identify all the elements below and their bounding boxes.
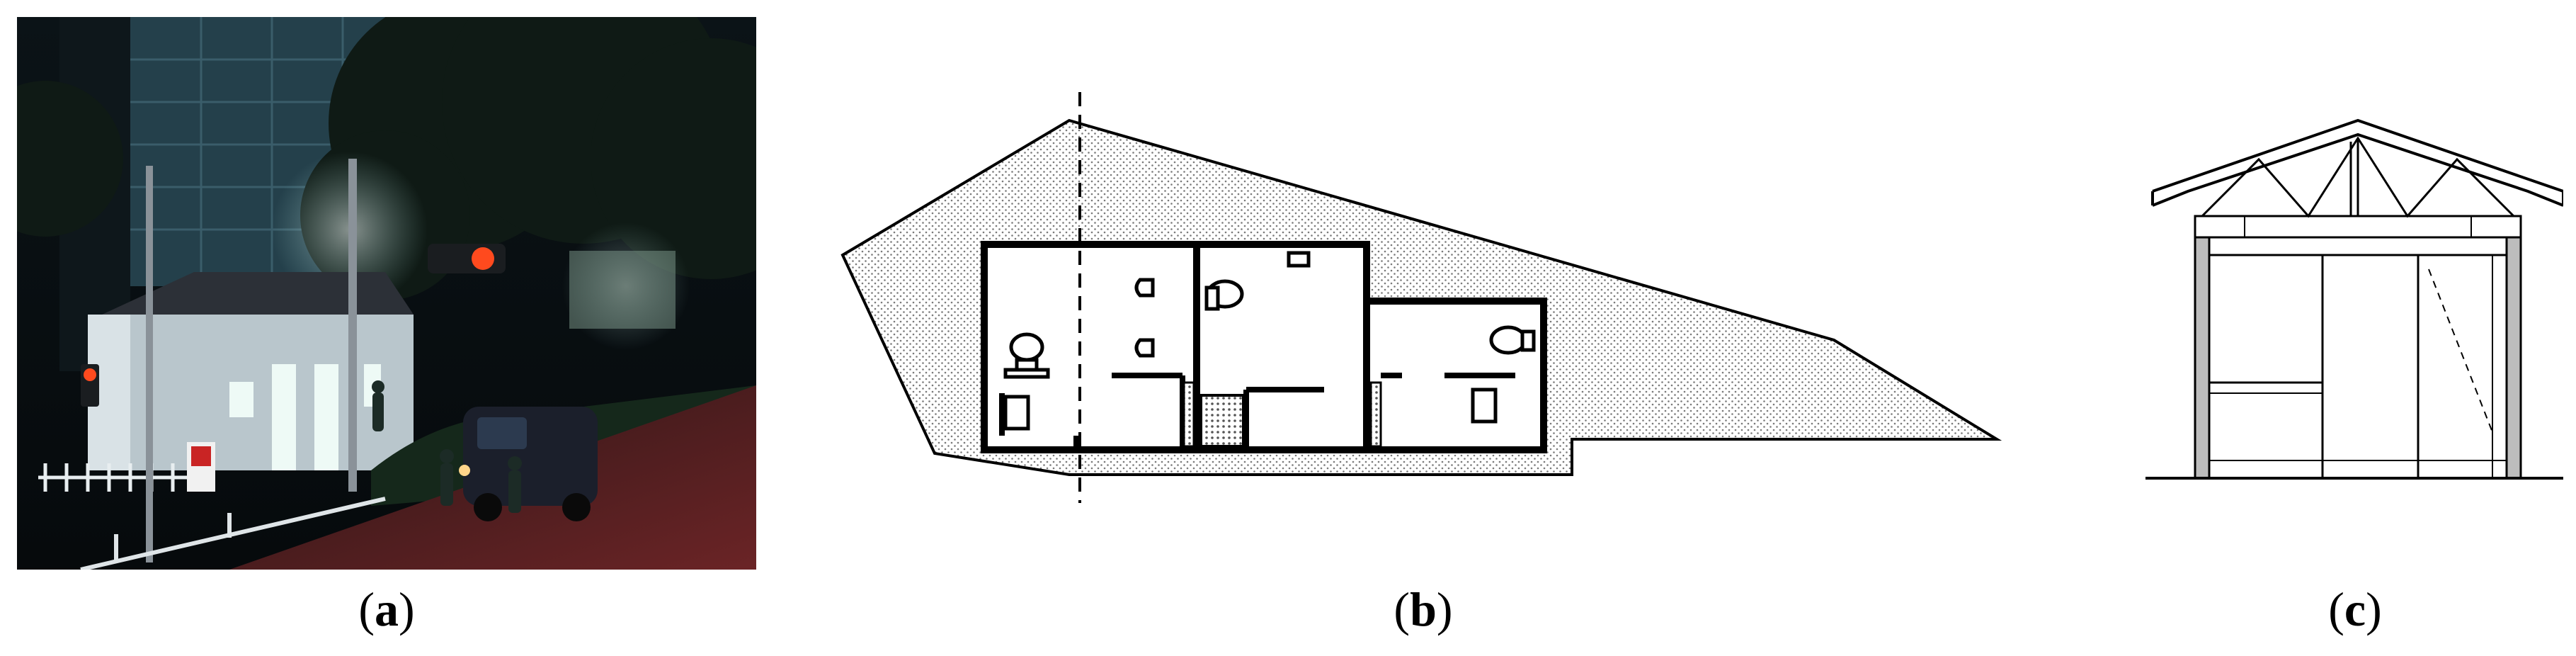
night-street-photo xyxy=(17,17,756,570)
pedestrians xyxy=(372,380,522,513)
interior-walls xyxy=(999,373,1515,450)
guardrail xyxy=(80,497,386,570)
section-drawing xyxy=(2145,118,2563,480)
building-outline xyxy=(981,241,1547,453)
floor-plan-drawing xyxy=(840,92,2002,503)
caption-b: (b) xyxy=(1394,582,1453,636)
ceiling-beam xyxy=(2194,215,2522,239)
picket-fence xyxy=(38,463,187,492)
utility-pole xyxy=(146,166,153,562)
right-wall xyxy=(2505,236,2522,480)
toilet-fixtures xyxy=(1003,251,1536,431)
roof-truss xyxy=(2201,136,2515,218)
panel-a-photo xyxy=(17,17,756,570)
panel-c-section xyxy=(2145,106,2563,482)
roof-outline xyxy=(2152,118,2563,193)
caption-c: (c) xyxy=(2328,582,2382,636)
service-shaft xyxy=(1199,394,1245,448)
house-roof xyxy=(102,272,414,315)
panel-b-floor-plan xyxy=(836,78,2011,531)
left-wall xyxy=(2194,236,2211,480)
caption-a: (a) xyxy=(358,582,415,636)
